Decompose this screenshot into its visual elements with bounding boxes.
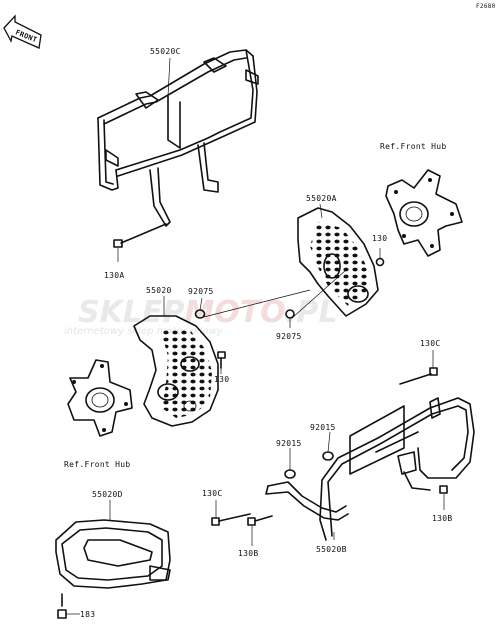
label-130-top: 130 — [372, 234, 387, 243]
label-92075-top: 92075 — [188, 287, 214, 296]
bolt-183 — [57, 609, 80, 619]
front-hub-bottom — [67, 359, 133, 437]
front-hub-top — [385, 169, 463, 257]
leader-55020a — [319, 203, 323, 219]
leader-92075-upper — [199, 289, 311, 319]
watermark-brand-left: SKLEP — [78, 295, 184, 330]
label-130b-left: 130B — [238, 549, 258, 558]
label-130c-left: 130C — [202, 489, 222, 498]
bolt-130a — [113, 223, 167, 248]
guard-55020d — [55, 519, 171, 607]
label-130b-right: 130B — [432, 514, 452, 523]
guard-55020c — [97, 49, 259, 227]
label-55020c: 55020C — [150, 47, 181, 56]
washer-92015-right — [322, 431, 334, 461]
label-92015-left: 92015 — [276, 439, 302, 448]
bolt-130b-right — [439, 485, 448, 510]
watermark-tagline: internetowy sklep motocyklowy — [64, 326, 224, 337]
label-92015-right: 92015 — [310, 423, 336, 432]
label-ref-front-hub-top: Ref.Front Hub — [380, 142, 447, 151]
label-130-lower: 130 — [214, 375, 229, 384]
washer-92015-left — [284, 448, 296, 479]
disc-guard-55020 — [133, 315, 219, 427]
front-arrow-icon: FRONT — [3, 14, 42, 49]
leader-92075-lower — [291, 269, 347, 319]
leader-55020c — [167, 57, 171, 97]
label-183: 183 — [80, 610, 95, 619]
label-55020a: 55020A — [306, 194, 337, 203]
bolt-130c-top — [399, 350, 438, 385]
washer-92075-bottom — [285, 309, 295, 328]
label-92075-bottom: 92075 — [276, 332, 302, 341]
label-130c-top: 130C — [420, 339, 440, 348]
label-130a: 130A — [104, 271, 124, 280]
bolt-130-top — [375, 248, 385, 267]
bolt-130c-left — [211, 500, 251, 526]
label-ref-front-hub-bottom: Ref.Front Hub — [64, 460, 131, 469]
label-55020: 55020 — [146, 286, 172, 295]
bolt-130b-left — [247, 515, 273, 546]
guard-55020b — [265, 397, 475, 541]
figure-code: F2680 — [476, 3, 496, 10]
label-55020d: 55020D — [92, 490, 123, 499]
disc-guard-55020a — [297, 207, 379, 317]
washer-92075-top — [194, 297, 206, 319]
bolt-130-lower — [217, 351, 226, 374]
label-55020b: 55020B — [316, 545, 347, 554]
